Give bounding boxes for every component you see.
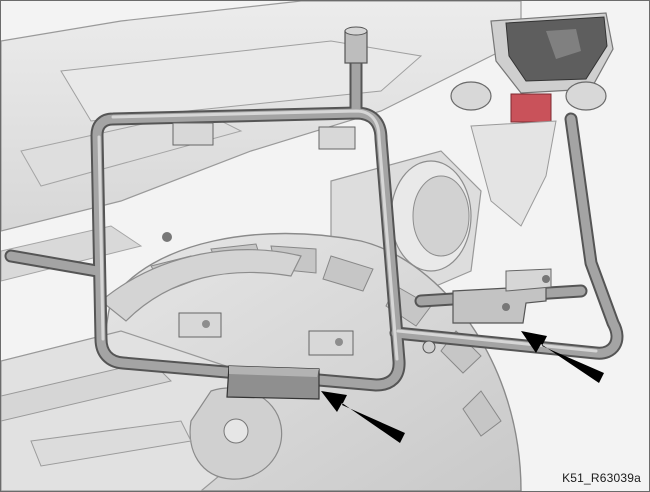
reflector [510,93,552,123]
right-mount-bracket [422,268,552,354]
mudguard [100,249,302,322]
lower-mount-block [226,365,320,400]
taillight-assembly [450,12,614,111]
top-mount-post [344,26,368,64]
silencer [330,150,482,302]
figure-reference-code: K51_R63039a [562,471,641,485]
arrow-right-mount [521,331,604,383]
mounting-plates [162,122,356,356]
plate-bracket [470,120,557,227]
arrow-lower-mount [321,391,405,443]
callout-arrows [321,331,604,443]
